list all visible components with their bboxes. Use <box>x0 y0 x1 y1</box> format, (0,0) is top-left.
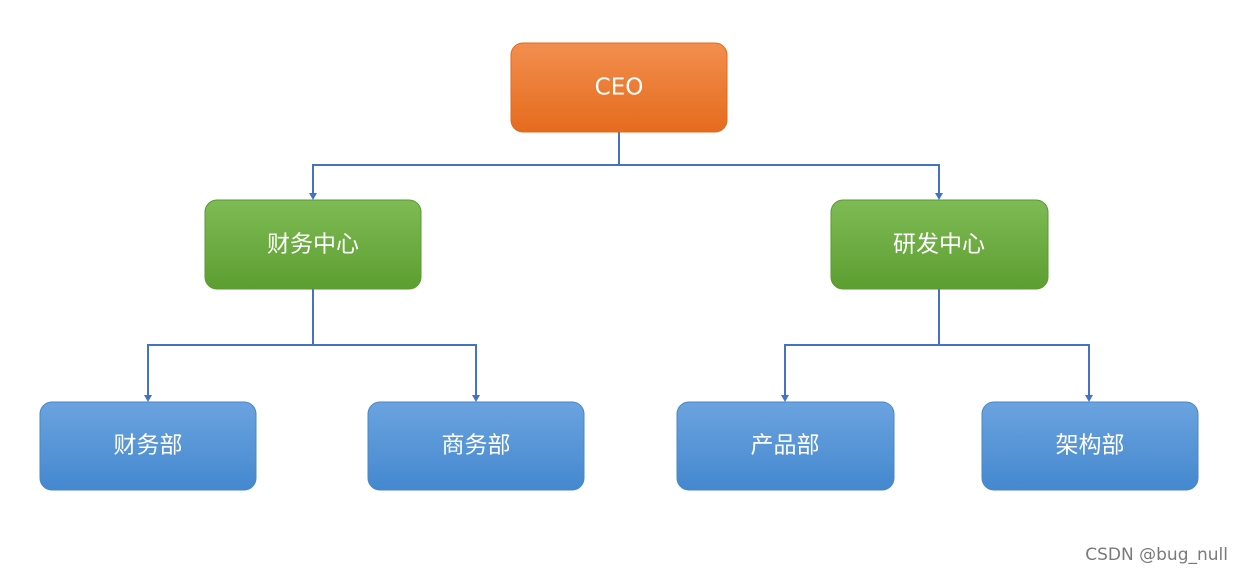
node-finance-dept: 财务部 <box>39 401 257 491</box>
node-ceo-label: CEO <box>595 75 644 101</box>
node-finance-center-label: 财务中心 <box>267 232 359 258</box>
node-product-dept: 产品部 <box>676 401 895 491</box>
node-finance-center: 财务中心 <box>204 199 422 290</box>
node-architecture-dept-label: 架构部 <box>1056 433 1125 459</box>
node-finance-dept-label: 财务部 <box>114 433 183 459</box>
connector-finance-center-business-dept <box>313 344 477 395</box>
node-rd-center: 研发中心 <box>830 199 1049 290</box>
arrowhead-business-dept <box>472 395 480 402</box>
arrowhead-finance-center <box>309 193 317 200</box>
arrowhead-rd-center <box>935 193 943 200</box>
node-architecture-dept: 架构部 <box>981 401 1199 491</box>
connector-rd-center-architecture-dept <box>939 344 1090 395</box>
node-business-dept: 商务部 <box>367 401 585 491</box>
node-rd-center-label: 研发中心 <box>893 232 985 258</box>
connector-ceo-finance-center <box>312 132 620 193</box>
node-finance-center-box <box>204 199 422 290</box>
arrowhead-architecture-dept <box>1085 395 1093 402</box>
node-product-dept-label: 产品部 <box>751 433 820 459</box>
arrowhead-finance-dept <box>144 395 152 402</box>
connector-finance-center-finance-dept <box>147 289 314 395</box>
connectors <box>144 132 1093 402</box>
node-ceo-box <box>510 42 728 133</box>
node-finance-dept-box <box>39 401 257 491</box>
connector-ceo-rd-center <box>619 164 940 193</box>
node-rd-center-box <box>830 199 1049 290</box>
watermark: CSDN @bug_null <box>1085 545 1228 565</box>
node-architecture-dept-box <box>981 401 1199 491</box>
node-business-dept-label: 商务部 <box>442 433 511 459</box>
node-ceo: CEO <box>510 42 728 133</box>
node-business-dept-box <box>367 401 585 491</box>
connector-rd-center-product-dept <box>784 289 940 395</box>
arrowhead-product-dept <box>781 395 789 402</box>
node-product-dept-box <box>676 401 895 491</box>
